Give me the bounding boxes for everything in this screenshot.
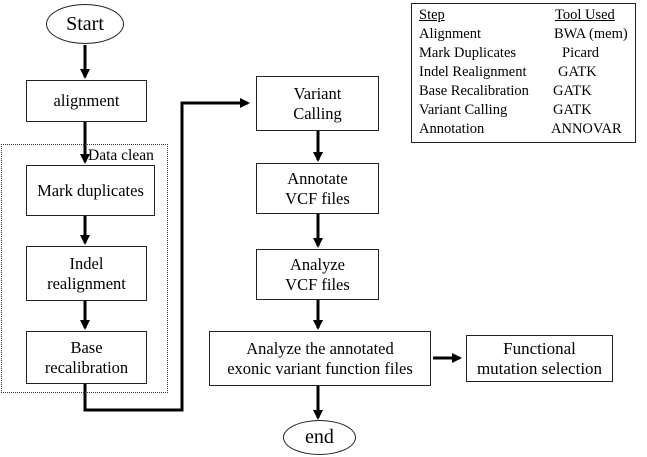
legend-step: Alignment	[419, 26, 482, 42]
functional-selection-line-2: mutation selection	[476, 358, 603, 378]
arrow-base-to-variant-calling	[83, 98, 250, 412]
indel-realignment-line-1: Indel	[69, 253, 104, 273]
legend-row: Mark Duplicates Picard	[412, 45, 635, 63]
legend-row: Base Recalibration GATK	[412, 83, 635, 101]
legend-step: Base Recalibration	[419, 83, 529, 99]
mark-duplicates-label: Mark duplicates	[37, 180, 144, 200]
variant-calling-line-1: Variant	[293, 83, 342, 103]
alignment-box: alignment	[26, 80, 147, 122]
legend-tool: Picard	[562, 45, 600, 61]
base-recalibration-line-2: recalibration	[44, 357, 129, 377]
start-node: Start	[46, 4, 124, 44]
legend-step: Mark Duplicates	[419, 45, 517, 61]
legend-row: Alignment BWA (mem)	[412, 26, 635, 44]
analyze-vcf-line-2: VCF files	[285, 274, 350, 294]
annotate-vcf-line-1: Annotate	[287, 168, 348, 188]
annotate-vcf-line-2: VCF files	[285, 188, 350, 208]
legend-row: Variant Calling GATK	[412, 102, 635, 120]
start-label: Start	[66, 12, 104, 35]
legend-step: Indel Realignment	[419, 64, 527, 80]
data-clean-group	[1, 144, 168, 393]
alignment-label: alignment	[53, 91, 120, 110]
legend-header-tool: Tool Used	[555, 7, 615, 23]
indel-realignment-box: Indel realignment	[26, 246, 147, 301]
legend-step: Variant Calling	[419, 102, 508, 118]
annotate-vcf-box: Annotate VCF files	[256, 163, 379, 214]
legend-header-row: Step Tool Used	[412, 7, 635, 25]
base-recalibration-line-1: Base	[70, 337, 103, 357]
legend-row: Indel Realignment GATK	[412, 64, 635, 82]
analyze-annotated-line-2: exonic variant function files	[227, 358, 413, 378]
analyze-annotated-box: Analyze the annotated exonic variant fun…	[209, 331, 431, 386]
base-recalibration-box: Base recalibration	[26, 331, 147, 384]
analyze-vcf-line-1: Analyze	[290, 254, 345, 274]
functional-selection-line-1: Functional	[503, 338, 576, 358]
tools-legend: Step Tool Used Alignment BWA (mem) Mark …	[411, 3, 636, 143]
legend-tool: BWA (mem)	[554, 26, 628, 42]
mark-duplicates-box: Mark duplicates	[26, 165, 155, 216]
end-label: end	[305, 426, 334, 448]
end-node: end	[283, 420, 356, 455]
variant-calling-box: Variant Calling	[256, 76, 379, 131]
analyze-vcf-box: Analyze VCF files	[256, 249, 379, 300]
legend-tool: GATK	[553, 102, 592, 118]
legend-header-step: Step	[419, 7, 445, 23]
indel-realignment-line-2: realignment	[47, 273, 126, 293]
analyze-annotated-line-1: Analyze the annotated	[246, 338, 394, 358]
legend-step: Annotation	[419, 121, 485, 137]
legend-tool: GATK	[553, 83, 592, 99]
legend-tool: ANNOVAR	[551, 121, 622, 137]
functional-selection-box: Functional mutation selection	[466, 335, 613, 382]
legend-row: Annotation ANNOVAR	[412, 121, 635, 139]
data-clean-label: Data clean	[88, 147, 154, 164]
legend-tool: GATK	[558, 64, 597, 80]
variant-calling-line-2: Calling	[293, 103, 342, 123]
